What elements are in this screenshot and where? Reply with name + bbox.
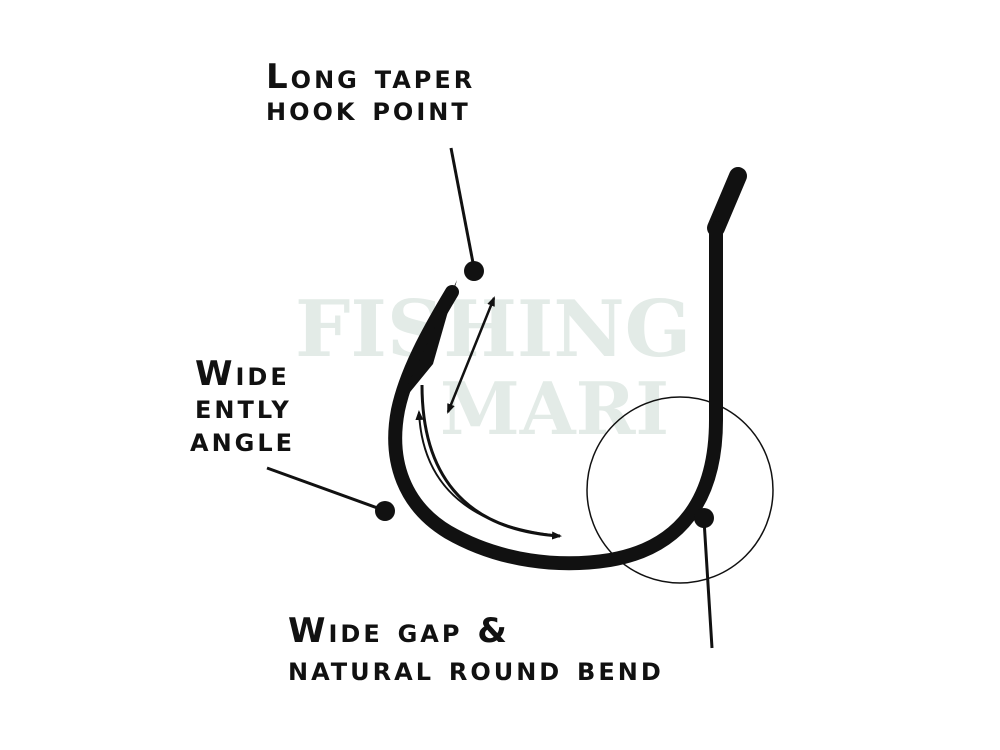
hook-shank-and-bend [388,221,723,571]
angle-marker-dot [375,501,395,521]
angle-label-line-2: ently [195,387,292,427]
hook-eye-end [707,167,747,237]
hook-point-label-line-1: Long taper [266,57,475,97]
bend-leader-line [702,519,714,649]
hook-shape [388,167,747,571]
hook-point-label-line-2: hook point [266,89,471,129]
angle-label: Wide ently angle [190,354,295,460]
bend-label: Wide gap & natural round bend [288,611,664,689]
bend-marker-dot [694,508,714,528]
angle-label-line-3: angle [190,420,295,460]
hook-point-marker-dot [464,261,484,281]
hook-point [397,280,457,408]
hook-point-label: Long taper hook point [266,57,475,129]
angle-leader-line [266,466,384,512]
hook-point-leader-line [449,147,476,269]
watermark-line-1: FISHING [295,284,691,375]
watermark: FISHING MARI [295,284,691,451]
bend-label-line-2: natural round bend [288,649,664,689]
bend-label-line-1: Wide gap & [288,611,510,651]
bend-curve-arrow-2 [415,410,561,537]
angle-label-line-1: Wide [195,354,290,394]
point-length-arrow [446,296,496,414]
bend-circle [586,396,774,584]
